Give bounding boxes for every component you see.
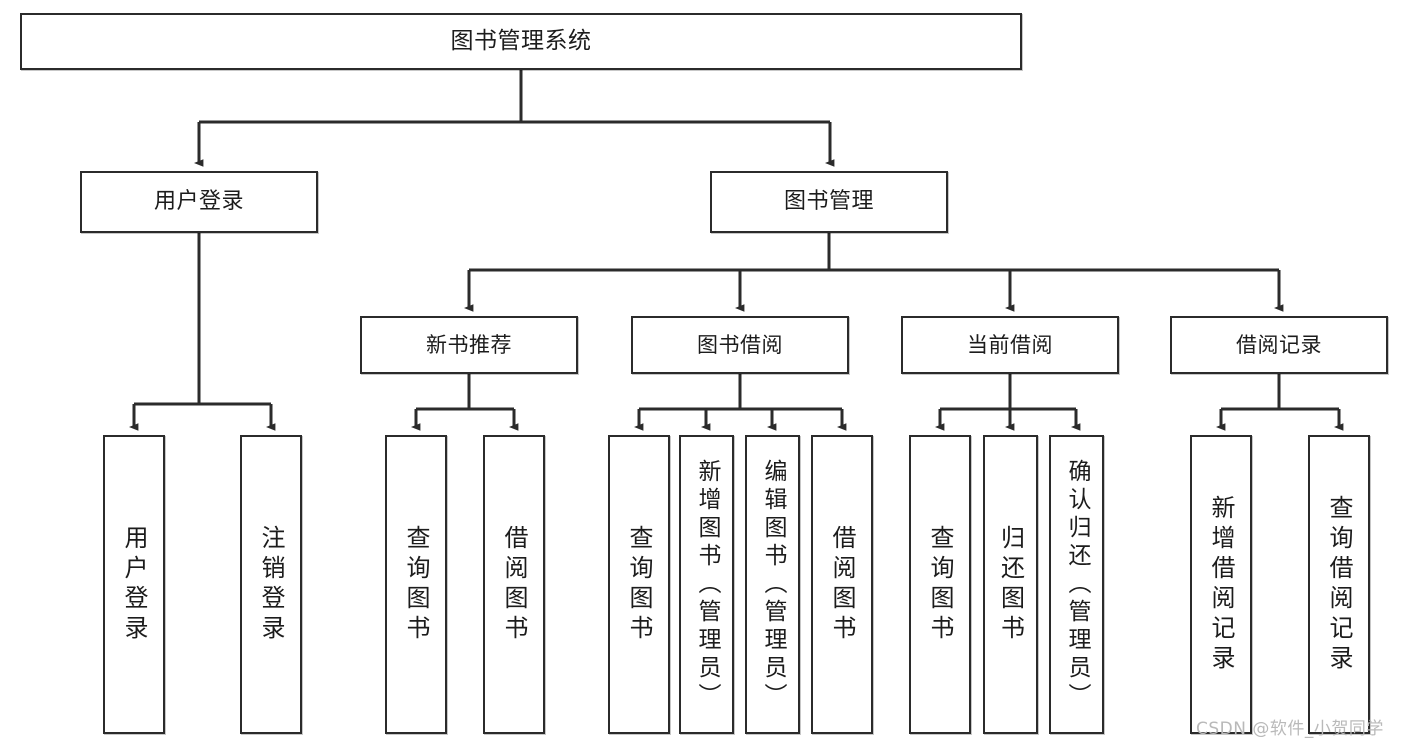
node-leaf-query-book-3-label: 查询图书 — [926, 524, 954, 645]
node-current-borrow[interactable]: 当前借阅 — [901, 316, 1119, 374]
node-new-book-rec-label: 新书推荐 — [426, 332, 512, 357]
node-leaf-return-book[interactable]: 归还图书 — [983, 435, 1038, 734]
node-leaf-borrow-book-2[interactable]: 借阅图书 — [811, 435, 873, 734]
edges-root-to-l2 — [194, 70, 835, 167]
node-book-borrow-label: 图书借阅 — [697, 332, 783, 357]
edges-currentborrow-to-leaves — [935, 374, 1081, 431]
node-leaf-user-login-label: 用户登录 — [120, 524, 148, 645]
node-leaf-add-record[interactable]: 新增借阅记录 — [1190, 435, 1252, 734]
node-leaf-query-record-label: 查询借阅记录 — [1325, 494, 1353, 675]
node-new-book-rec[interactable]: 新书推荐 — [360, 316, 578, 374]
node-leaf-query-book-1-label: 查询图书 — [402, 524, 430, 645]
node-borrow-record[interactable]: 借阅记录 — [1170, 316, 1388, 374]
node-leaf-confirm-return-label: 确认归还（管理员） — [1064, 458, 1090, 711]
node-leaf-add-record-label: 新增借阅记录 — [1207, 494, 1235, 675]
node-user-login[interactable]: 用户登录 — [80, 171, 318, 233]
edges-bookborrow-to-leaves — [634, 374, 847, 431]
node-leaf-borrow-book-1-label: 借阅图书 — [500, 524, 528, 645]
node-user-login-label: 用户登录 — [153, 189, 244, 214]
node-leaf-edit-book-label: 编辑图书（管理员） — [760, 458, 786, 711]
node-leaf-add-book-label: 新增图书（管理员） — [694, 458, 720, 711]
node-leaf-logout[interactable]: 注销登录 — [240, 435, 302, 734]
node-leaf-query-record[interactable]: 查询借阅记录 — [1308, 435, 1370, 734]
node-leaf-query-book-1[interactable]: 查询图书 — [385, 435, 447, 734]
node-borrow-record-label: 借阅记录 — [1236, 332, 1322, 357]
node-leaf-user-login[interactable]: 用户登录 — [103, 435, 165, 734]
node-leaf-return-book-label: 归还图书 — [996, 524, 1025, 645]
node-leaf-logout-label: 注销登录 — [257, 524, 285, 645]
edges-userlogin-to-leaves — [129, 233, 276, 431]
node-root-system[interactable]: 图书管理系统 — [20, 13, 1022, 70]
node-leaf-add-book[interactable]: 新增图书（管理员） — [679, 435, 734, 734]
node-book-borrow[interactable]: 图书借阅 — [631, 316, 849, 374]
node-current-borrow-label: 当前借阅 — [967, 332, 1053, 357]
node-leaf-confirm-return[interactable]: 确认归还（管理员） — [1049, 435, 1104, 734]
csdn-watermark: CSDN @软件_小贺同学 — [1196, 719, 1384, 739]
node-book-manage-label: 图书管理 — [783, 189, 874, 214]
edges-bookmanage-to-l3 — [464, 233, 1284, 312]
node-book-manage[interactable]: 图书管理 — [710, 171, 948, 233]
edges-newbookrec-to-leaves — [411, 374, 519, 431]
node-root-label: 图书管理系统 — [450, 28, 592, 54]
node-leaf-query-book-2-label: 查询图书 — [625, 524, 653, 645]
node-leaf-query-book-3[interactable]: 查询图书 — [909, 435, 971, 734]
node-leaf-borrow-book-2-label: 借阅图书 — [828, 524, 856, 645]
edges-borrowrecord-to-leaves — [1216, 374, 1344, 431]
node-leaf-borrow-book-1[interactable]: 借阅图书 — [483, 435, 545, 734]
node-leaf-edit-book[interactable]: 编辑图书（管理员） — [745, 435, 800, 734]
node-leaf-query-book-2[interactable]: 查询图书 — [608, 435, 670, 734]
